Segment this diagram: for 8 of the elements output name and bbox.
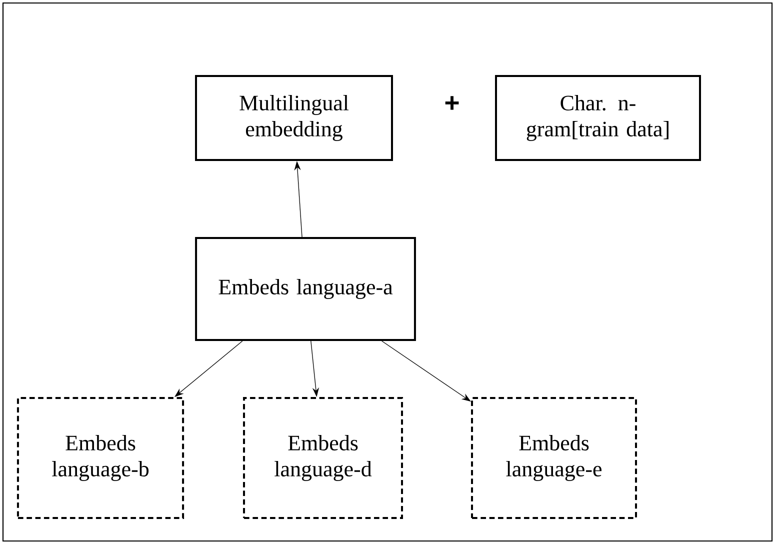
process-box: Embeds language-a [195,237,416,341]
dashed-box: Embeds language-e [471,397,637,519]
process-box: Char. n-gram[train data] [495,75,701,161]
process-box: Multilingual embedding [195,75,393,161]
arrow [174,340,243,397]
dashed-box: Embeds language-d [243,397,403,519]
dashed-box: Embeds language-b [16,397,184,519]
plus-sign: + [445,96,459,110]
